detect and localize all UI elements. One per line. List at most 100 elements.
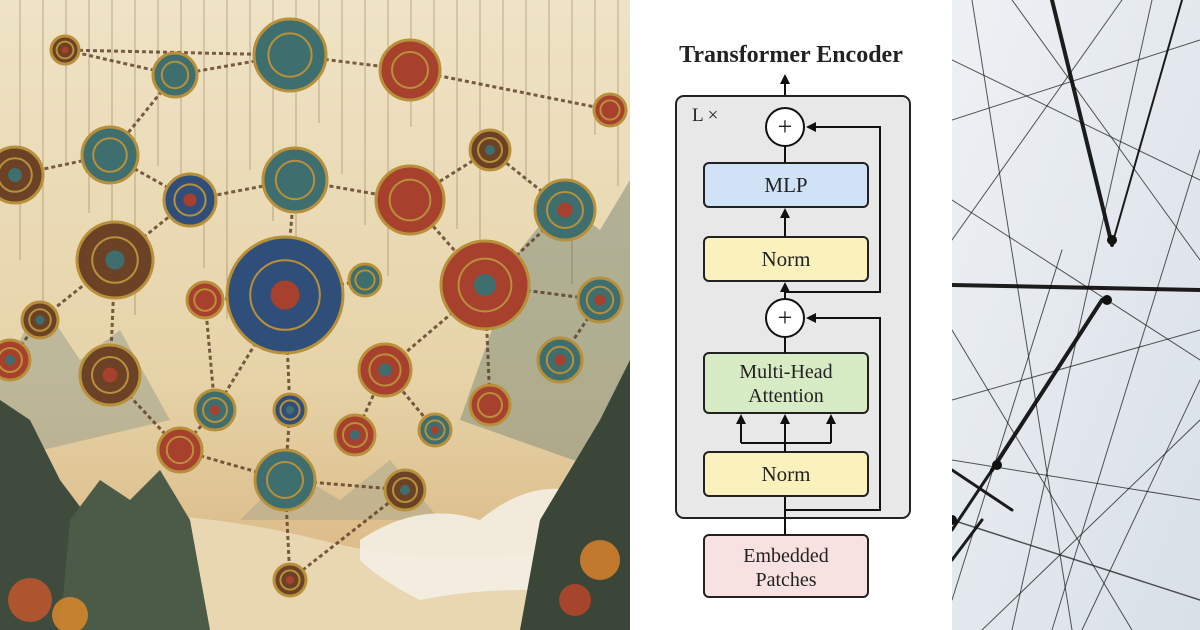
ornament-core: [557, 202, 573, 218]
ornament-inner-ring: [585, 285, 615, 315]
attention-label-line2: Attention: [748, 385, 824, 407]
ornament-core: [286, 576, 294, 584]
chain-link: [558, 299, 602, 361]
autumn-tree: [580, 540, 620, 580]
ornament-core: [102, 367, 118, 383]
string-strand: [1011, 0, 1200, 261]
ornament-network: [0, 0, 628, 598]
ornament-inner-ring: [342, 422, 368, 448]
chain-link: [174, 53, 291, 77]
ornament-inner-ring: [354, 269, 376, 291]
input-label-line2: Patches: [755, 569, 816, 591]
ornament-inner-ring: [267, 32, 313, 78]
ornament-inner-ring: [266, 461, 304, 499]
ornament-core: [361, 276, 369, 284]
ornament-core: [401, 191, 419, 209]
ornament-inner-ring: [165, 435, 195, 465]
string-strand: [952, 468, 994, 532]
ornament-core: [485, 400, 495, 410]
string-knot: [992, 460, 1002, 470]
ornament-core: [594, 294, 606, 306]
ornament-core: [270, 280, 300, 310]
ornament-inner-ring: [391, 51, 429, 89]
ornament-inner-ring: [545, 345, 575, 375]
ornament-core: [402, 62, 418, 78]
plus-symbol-bottom: +: [778, 303, 793, 332]
ornament-inner-ring: [424, 419, 446, 441]
chain-link: [294, 178, 411, 202]
ornament-inner-ring: [546, 191, 584, 229]
ornament-core: [169, 69, 181, 81]
ornament-inner-ring: [388, 178, 432, 222]
ornament-core: [286, 406, 294, 414]
chain-link: [64, 48, 176, 77]
string-strand: [952, 329, 1133, 630]
string-strand: [1111, 0, 1183, 246]
ornament-core: [431, 426, 439, 434]
residual-skip-top: [785, 122, 881, 293]
ornament-inner-ring: [0, 347, 23, 373]
autumn-tree: [52, 597, 88, 630]
string-strand: [952, 249, 1063, 601]
ornament-inner-ring: [160, 60, 190, 90]
ornament-inner-ring: [28, 308, 52, 332]
ornament-inner-ring: [91, 356, 129, 394]
ornament-core: [400, 485, 410, 495]
ornament-network-art: [0, 0, 630, 630]
string-web: [952, 0, 1200, 630]
string-knot: [1102, 295, 1112, 305]
string-strand: [1011, 0, 1153, 630]
ornament-core: [606, 106, 614, 114]
ornament-core: [554, 354, 566, 366]
ornament-core: [287, 172, 303, 188]
string-strand: [952, 39, 1200, 121]
string-strand: [952, 468, 1014, 512]
ornament-inner-ring: [599, 99, 621, 121]
string-strand: [952, 519, 1200, 601]
attention-label-line1: Multi-Head: [739, 361, 832, 383]
ornament-inner-ring: [0, 157, 33, 193]
string-strand: [952, 0, 1123, 241]
ornament-core: [35, 315, 45, 325]
repeat-label: L ×: [692, 105, 718, 126]
chain-link: [484, 283, 601, 302]
ornament-core: [485, 145, 495, 155]
ornament-inner-ring: [279, 569, 301, 591]
string-knot: [952, 515, 957, 525]
string-strand: [952, 199, 1200, 361]
ornament-inner-ring: [92, 137, 128, 173]
ornament-core: [378, 363, 392, 377]
autumn-tree: [8, 578, 52, 622]
residual-skip-bottom: [785, 313, 881, 511]
input-label-line1: Embedded: [743, 545, 829, 567]
string-network-art: [952, 0, 1200, 630]
ornament-core: [105, 250, 125, 270]
ornament-core: [5, 355, 15, 365]
norm-top-label: Norm: [762, 247, 811, 271]
ornament-inner-ring: [392, 477, 418, 503]
ornament-inner-ring: [477, 137, 503, 163]
ornament-core: [8, 168, 22, 182]
string-strand: [952, 283, 1200, 292]
string-strand: [1051, 149, 1200, 630]
string-strand: [981, 419, 1200, 630]
ornament-core: [183, 193, 197, 207]
ornament-inner-ring: [457, 257, 513, 313]
plus-symbol-top: +: [778, 112, 793, 141]
ornament-core: [474, 274, 496, 296]
string-strand: [952, 329, 1200, 401]
diagram-canvas: Transformer Encoder L × + MLP Norm + Mul…: [675, 42, 911, 598]
ornament-core: [61, 46, 69, 54]
mlp-label: MLP: [764, 173, 807, 197]
ornament-core: [281, 46, 299, 64]
diagram-title: Transformer Encoder: [679, 42, 903, 68]
string-strand: [971, 0, 1073, 630]
ornament-network-painting: [0, 0, 630, 630]
ornament-core: [277, 472, 293, 488]
ornament-inner-ring: [249, 259, 321, 331]
ornament-inner-ring: [368, 353, 402, 387]
string-strand: [952, 518, 984, 562]
string-strand: [1081, 379, 1200, 630]
chain-link: [409, 68, 611, 112]
ornament-core: [350, 430, 360, 440]
